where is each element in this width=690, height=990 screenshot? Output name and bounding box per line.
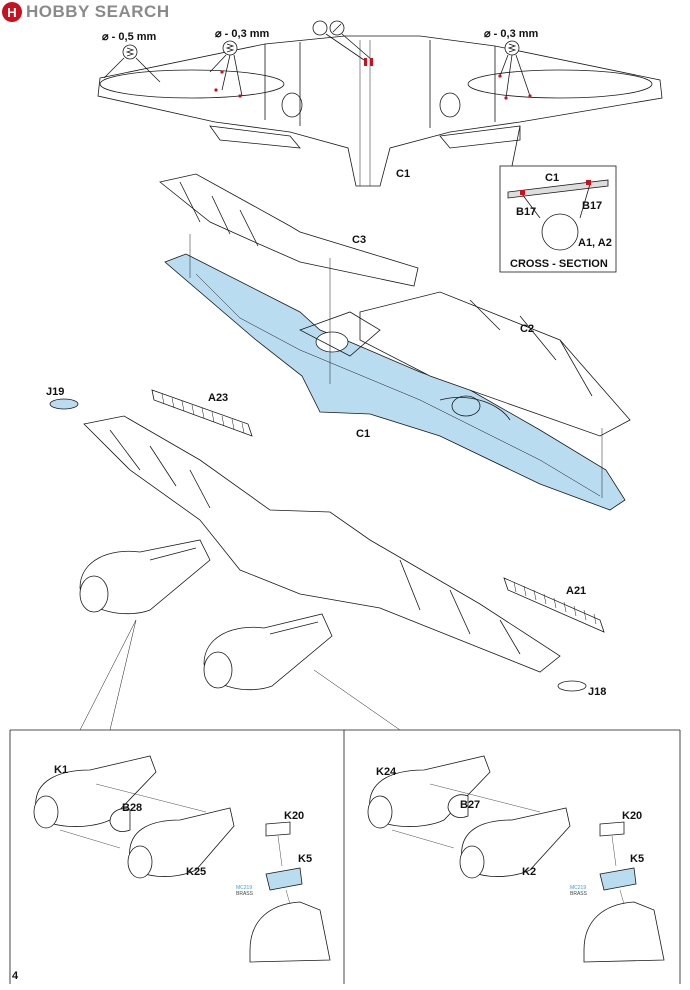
detail-frames xyxy=(9,729,681,984)
hobby-search-logo-icon: H xyxy=(2,2,22,22)
cross-section-c1: C1 xyxy=(545,172,560,184)
left-detail-k5: K5 xyxy=(298,853,313,865)
part-label-a23: A23 xyxy=(208,392,229,404)
lamp-j18 xyxy=(557,680,587,692)
part-label-c3: C3 xyxy=(352,234,367,246)
nacelle-centre xyxy=(299,311,381,357)
drill-point-markers xyxy=(214,58,532,100)
cross-section-title: CROSS - SECTION xyxy=(510,258,608,270)
watermark-text: HOBBY SEARCH xyxy=(26,2,170,21)
lower-wing-panel xyxy=(83,415,561,673)
question-icon xyxy=(312,20,373,61)
right-detail-k5: K5 xyxy=(630,853,645,865)
left-detail-k1: K1 xyxy=(54,764,69,776)
part-label-c2: C2 xyxy=(520,323,535,335)
right-detail-material: BRASS xyxy=(570,891,587,897)
right-detail-b27: B27 xyxy=(460,799,481,811)
drill-size-label-3: ⌀ - 0,3 mm xyxy=(484,28,539,40)
cross-section-box xyxy=(499,125,617,273)
engine-nacelle-left xyxy=(79,539,211,615)
cross-section-b17-left: B17 xyxy=(516,206,537,218)
drill-size-label-2: ⌀ - 0,3 mm xyxy=(215,28,270,40)
left-detail-exhaust xyxy=(33,755,331,963)
left-detail-k20: K20 xyxy=(284,810,305,822)
left-detail-k25: K25 xyxy=(186,866,207,878)
right-detail-exhaust xyxy=(367,755,665,963)
watermark: H HOBBY SEARCH xyxy=(2,2,170,22)
aileron-a23 xyxy=(151,389,253,437)
part-label-j19: J19 xyxy=(46,386,65,398)
left-detail-b28: B28 xyxy=(122,802,143,814)
page-number: 4 xyxy=(12,970,19,982)
upper-wing-c3 xyxy=(159,173,419,287)
drill-icon-2 xyxy=(209,40,243,97)
right-detail-k2: K2 xyxy=(522,866,537,878)
upper-wing-c2 xyxy=(359,291,631,437)
cross-section-b17-right: B17 xyxy=(582,200,603,212)
engine-nacelle-right xyxy=(203,613,333,691)
top-wing-underside xyxy=(97,35,663,187)
aileron-a21 xyxy=(503,577,605,633)
guide-lines xyxy=(189,234,603,498)
drill-icon-3 xyxy=(499,40,531,99)
lower-wing-half-c1 xyxy=(164,253,626,511)
detail-callout-lines xyxy=(79,619,401,731)
left-detail-material: BRASS xyxy=(236,891,253,897)
part-label-c1-top: C1 xyxy=(396,168,411,180)
right-detail-k20: K20 xyxy=(622,810,643,822)
part-label-c1: C1 xyxy=(356,428,371,440)
cross-section-a1-a2: A1, A2 xyxy=(578,237,612,249)
part-label-a21: A21 xyxy=(566,585,587,597)
lamp-j19 xyxy=(49,398,79,410)
part-label-j18: J18 xyxy=(588,686,607,698)
drill-size-label-1: ⌀ - 0,5 mm xyxy=(102,31,157,43)
right-detail-k24: K24 xyxy=(376,766,397,778)
right-detail-code: MC219 xyxy=(570,885,587,891)
drill-icon-1 xyxy=(103,44,161,83)
left-detail-code: MC219 xyxy=(236,885,253,891)
